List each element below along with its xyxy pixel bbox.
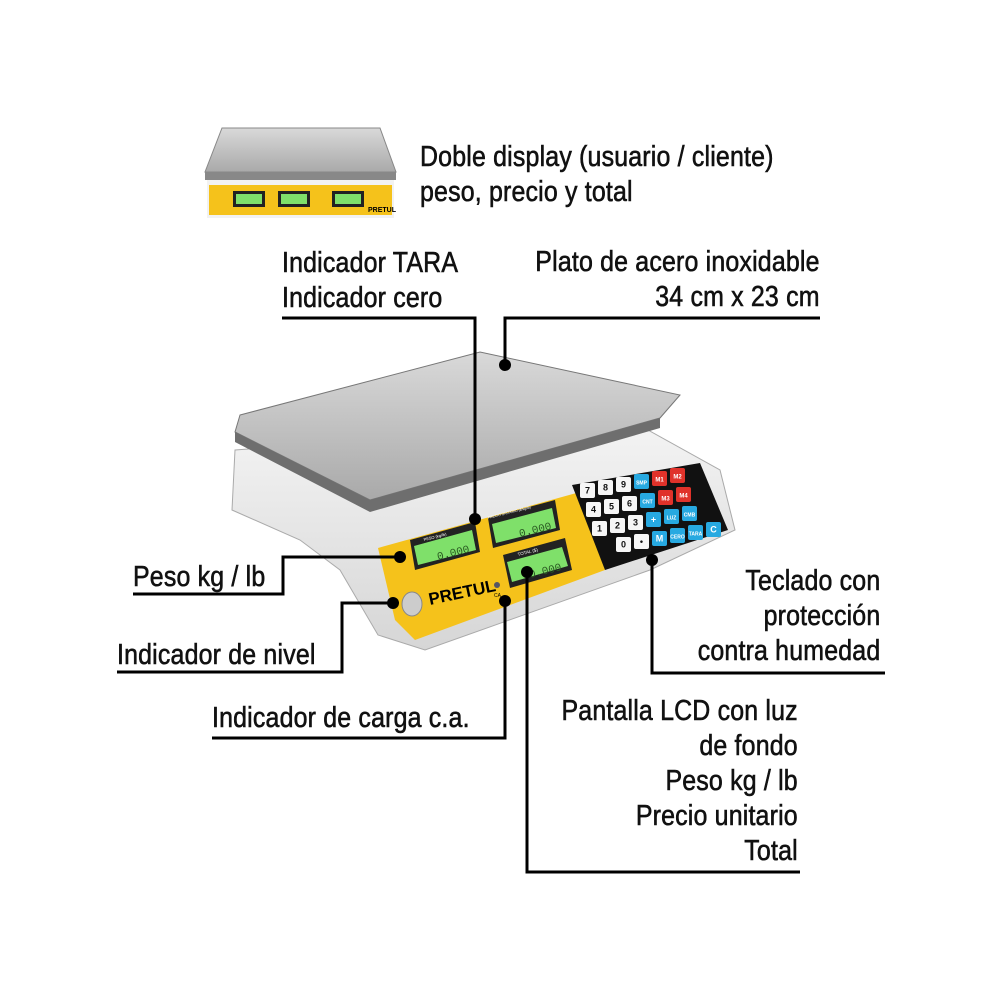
- label-keypad: Teclado con protección contra humedad: [697, 565, 880, 668]
- key-M2: [670, 468, 685, 483]
- key-SMP: [634, 474, 649, 489]
- label-tare-zero: Indicador TARA Indicador cero: [282, 247, 459, 315]
- label-double-display: Doble display (usuario / cliente) peso, …: [420, 141, 774, 209]
- label-level: Indicador de nivel: [117, 639, 316, 672]
- key-label: M3: [661, 497, 670, 503]
- key-M4: [676, 487, 691, 502]
- thumbnail-brand: PRETUL: [368, 207, 397, 214]
- key-4: [586, 502, 601, 517]
- level-bubble: [401, 591, 423, 617]
- key-0: [616, 537, 631, 552]
- key-7: [580, 483, 595, 498]
- key-label: C: [710, 525, 717, 535]
- scale-body: 0.000 PESO (kg/lb) 0.000 PRECIO UNITARIO…: [231, 351, 736, 651]
- key-label: 4: [591, 505, 596, 515]
- label-charge: Indicador de carga c.a.: [212, 702, 470, 735]
- label-lcd: Pantalla LCD con luz de fondo Peso kg / …: [561, 695, 798, 868]
- key-5: [604, 499, 619, 514]
- key-CMB: [682, 506, 697, 521]
- key-9: [616, 477, 631, 492]
- key-label: CERO: [670, 535, 685, 541]
- key-label: M4: [679, 494, 688, 500]
- label-plate: Plato de acero inoxidable 34 cm x 23 cm: [535, 246, 820, 314]
- key-label: M1: [655, 478, 664, 484]
- key-label: LUZ: [667, 516, 677, 522]
- key-M1: [652, 471, 667, 486]
- key-label: 7: [585, 486, 590, 496]
- key-3: [628, 515, 643, 530]
- thumbnail-scale-front: PRETUL: [204, 127, 397, 218]
- key-label: 3: [633, 518, 638, 528]
- key-TARA: [688, 525, 703, 540]
- svg-text:TOTAL ($): TOTAL ($): [517, 547, 539, 557]
- key-LUZ: [664, 509, 679, 524]
- key-label: CMB: [684, 513, 696, 519]
- key-label: 8: [603, 483, 608, 493]
- key-label: 5: [609, 502, 614, 512]
- key-label: •: [640, 537, 643, 547]
- key-•: [634, 534, 649, 549]
- key-+: [646, 512, 661, 527]
- key-C: [706, 522, 721, 537]
- key-label: TARA: [689, 532, 703, 538]
- key-label: M2: [673, 475, 682, 481]
- key-label: 2: [615, 521, 620, 531]
- key-label: 9: [621, 480, 626, 490]
- key-8: [598, 480, 613, 495]
- key-2: [610, 518, 625, 533]
- key-M: [652, 531, 667, 546]
- label-weight-units: Peso kg / lb: [133, 561, 266, 594]
- callout-lines: [117, 316, 885, 874]
- svg-text:PESO (kg/lb): PESO (kg/lb): [423, 531, 448, 542]
- key-CNT: [640, 493, 655, 508]
- key-6: [622, 496, 637, 511]
- key-label: 0: [621, 540, 626, 550]
- key-label: 6: [627, 499, 632, 509]
- keypad-keys: 7 8 9 SMP M1 M2 4 5 6 CNT M3 M4 1 2 3 + LUZ CMB 0 • M CERO TAR…: [580, 468, 721, 552]
- key-label: SMP: [636, 481, 648, 487]
- key-1: [592, 521, 607, 536]
- key-label: +: [651, 515, 656, 525]
- key-label: M: [656, 534, 664, 544]
- key-label: CNT: [642, 500, 652, 506]
- ca-label: CA: [494, 593, 502, 599]
- key-M3: [658, 490, 673, 505]
- key-label: 1: [597, 524, 602, 534]
- key-CERO: [670, 528, 685, 543]
- callout-dots: [387, 359, 658, 609]
